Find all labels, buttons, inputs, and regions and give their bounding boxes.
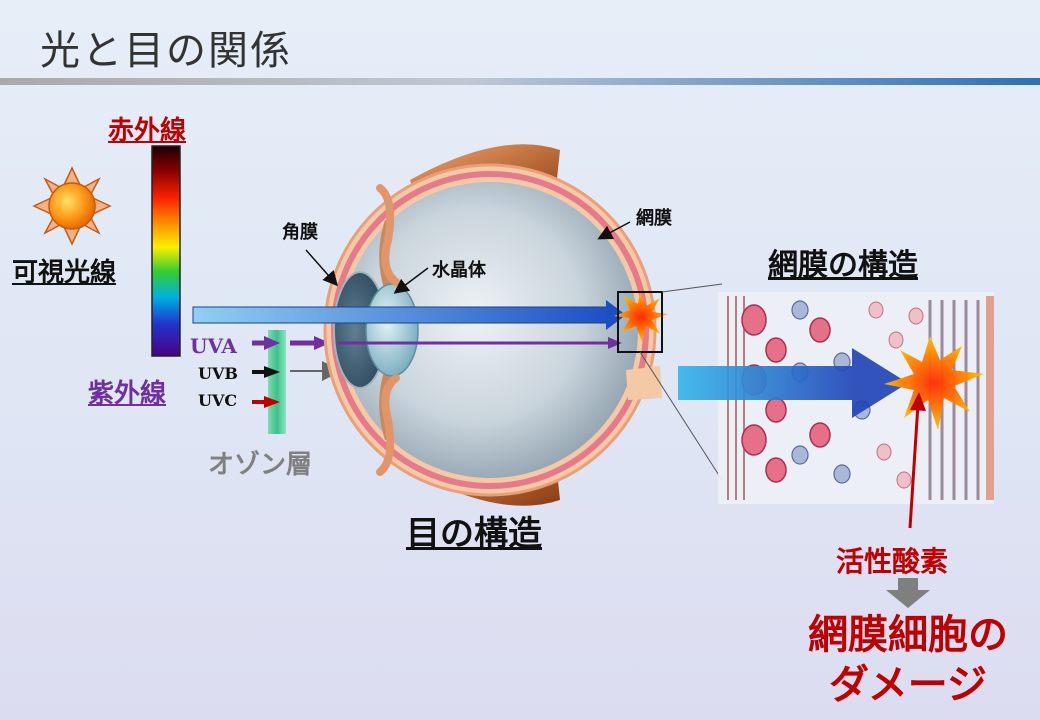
lens-label: 水晶体 <box>432 260 486 281</box>
eye-cross-section <box>323 144 662 506</box>
ozone-layer-label: オゾン層 <box>208 450 313 480</box>
ozone-layer-bar <box>268 330 286 434</box>
uvb-arrow <box>252 366 280 378</box>
zoom-line-top <box>661 283 723 293</box>
lens-pointer-arrow <box>393 267 429 294</box>
cornea-pointer-arrow <box>305 249 338 287</box>
cornea-label: 角膜 <box>282 222 318 243</box>
eye-structure-caption: 目の構造 <box>406 514 542 554</box>
retina-label: 網膜 <box>636 208 672 229</box>
retina-pointer-arrow <box>597 221 631 240</box>
uva-label: UVA <box>190 334 237 358</box>
reactive-oxygen-label: 活性酸素 <box>836 545 949 578</box>
uvb-label: UVB <box>198 364 238 383</box>
visible-light-beam-arrow <box>192 300 626 330</box>
zoom-line-bottom <box>639 351 723 481</box>
uvc-arrow <box>252 396 280 408</box>
title-underline-bar <box>0 78 1040 85</box>
vitreous-body <box>342 182 638 478</box>
light-spectrum-bar <box>151 145 181 357</box>
uva-arrow-left <box>252 336 280 350</box>
damage-burst-icon <box>884 336 984 430</box>
uva-eye-path-arrow <box>338 337 622 349</box>
ultraviolet-label: 紫外線 <box>88 379 167 409</box>
visible-light-label: 可視光線 <box>12 258 117 288</box>
reactive-oxygen-pointer-arrow <box>908 392 926 529</box>
retina-damage-label: 網膜細胞のダメージ <box>808 612 1008 708</box>
infrared-label: 赤外線 <box>108 116 187 146</box>
slide-title: 光と目の関係 <box>40 28 292 74</box>
optic-nerve <box>626 366 662 400</box>
uva-arrow-right <box>290 336 330 350</box>
lens <box>365 283 419 377</box>
retina-light-arrow <box>678 348 908 418</box>
sun-icon <box>32 166 112 246</box>
down-arrow <box>886 578 930 608</box>
uvc-label: UVC <box>198 391 238 410</box>
retina-structure-caption: 網膜の構造 <box>768 248 918 283</box>
burst-icon <box>614 292 668 342</box>
